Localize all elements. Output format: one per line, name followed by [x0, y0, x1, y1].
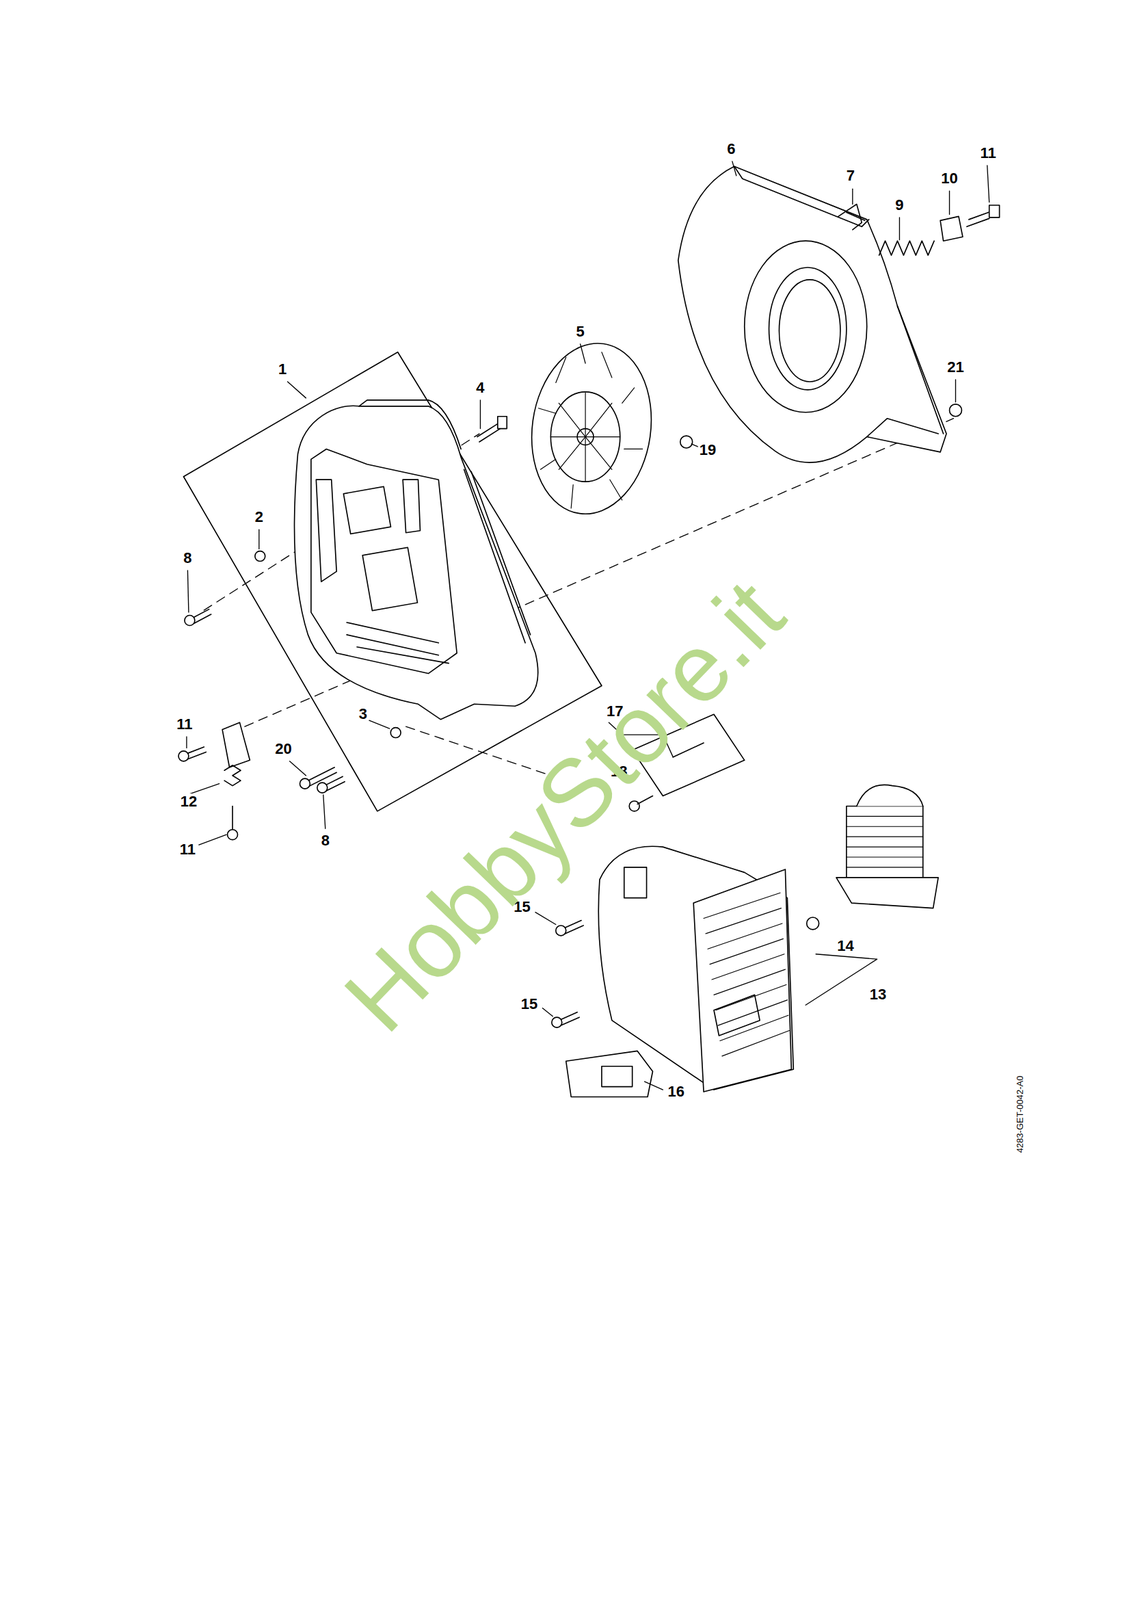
small-parts	[178, 204, 1000, 1097]
callout-number: 9	[893, 196, 905, 214]
callout-number: 12	[179, 793, 199, 810]
callout-number: 15	[519, 995, 539, 1013]
callout-number: 8	[320, 832, 331, 849]
callout-number: 3	[357, 705, 369, 723]
watermark: HobbyStore.it	[328, 564, 801, 1048]
callout-number: 16	[666, 1083, 686, 1100]
callout-number: 4	[474, 379, 486, 396]
engine	[836, 784, 939, 908]
callout-number: 14	[835, 937, 855, 954]
callout-number: 21	[945, 358, 965, 376]
callout-number: 6	[725, 140, 737, 158]
engine-shroud	[598, 845, 794, 1092]
callout-number: 11	[979, 144, 998, 162]
back-housing	[294, 400, 539, 720]
drawing-code: 4283-GET-0042-A0	[1015, 1074, 1025, 1153]
leader-line	[186, 161, 990, 1090]
callout-number: 7	[845, 167, 857, 184]
fan-wheel	[521, 335, 662, 522]
callout-number: 11	[178, 841, 197, 858]
callout-number: 10	[939, 170, 959, 187]
callout-number: 11	[175, 715, 194, 733]
callout-number: 2	[253, 508, 265, 526]
callout-number: 13	[868, 986, 888, 1003]
callout-number: 5	[575, 323, 587, 340]
callout-number: 20	[273, 740, 293, 757]
callout-number: 8	[181, 549, 193, 567]
volute-housing	[678, 166, 947, 463]
callout-number: 1	[276, 361, 288, 378]
callout-number: 19	[698, 441, 718, 459]
